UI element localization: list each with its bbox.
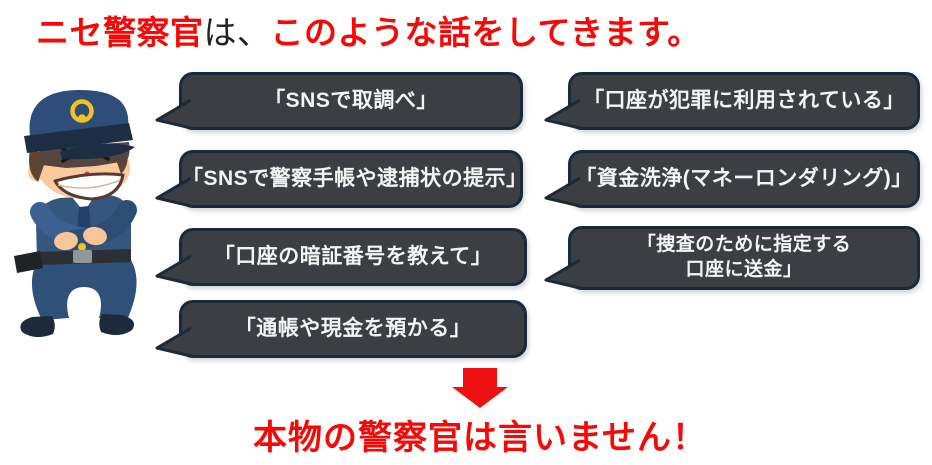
speech-tail-icon [155,98,191,130]
speech-bubble-sns-badge-warrant: 「SNSで警察手帳や逮捕状の提示」 [155,150,528,208]
bubble-text: 「資金洗浄(マネーロンダリング)」 [575,166,913,190]
speech-tail-icon [544,98,580,130]
down-arrow-icon [452,368,508,408]
speech-tail-icon [155,176,191,208]
page-title: ニセ警察官は、このような話をしてきます。 [36,6,701,54]
title-fake-police-text: ニセ警察官 [36,14,204,51]
bubble-text: 「SNSで取調べ」 [264,88,438,112]
bubble-text: 「SNSで警察手帳や逮捕状の提示」 [182,166,528,190]
speech-bubble-passbook-cash: 「通帳や現金を預かる」 [155,300,527,358]
speech-tail-icon [155,254,191,286]
speech-tail-icon [155,326,191,358]
speech-bubble-sns-interrogation: 「SNSで取調べ」 [155,72,523,130]
speech-tail-icon [544,176,580,208]
speech-bubble-transfer-to-account: 「捜査のために指定する 口座に送金」 [544,226,920,290]
title-particle-text: は、 [203,14,271,51]
speech-bubble-pin-number: 「口座の暗証番号を教えて」 [155,228,527,286]
bubble-text: 「通帳や現金を預かる」 [234,316,472,340]
bubble-text: 「捜査のために指定する [636,234,852,256]
title-warning-text: このような話をしてきます。 [270,14,701,51]
bubble-text: 「口座の暗証番号を教えて」 [213,244,493,268]
bubble-text: 「口座が犯罪に利用されている」 [583,88,905,112]
conclusion-text: 本物の警察官は言いません！ [253,419,707,457]
speech-tail-icon [544,258,580,290]
bubble-text: 口座に送金」 [685,259,803,280]
speech-bubble-account-crime: 「口座が犯罪に利用されている」 [544,72,920,130]
speech-bubble-money-laundering: 「資金洗浄(マネーロンダリング)」 [544,150,920,208]
